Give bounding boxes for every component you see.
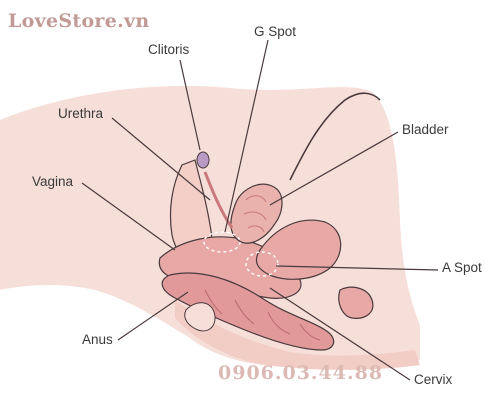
leader-lines: [81, 39, 439, 381]
bladder-folds: [243, 195, 267, 233]
rectum-folds: [204, 289, 321, 341]
cervix-label: Cervix: [414, 372, 453, 387]
a-spot-region: [245, 251, 279, 277]
vagina-label: Vagina: [32, 174, 74, 189]
bladder-leader: [269, 131, 399, 206]
buttock-fold: [338, 286, 374, 319]
g-spot-region: [203, 231, 241, 253]
g-spot-label: G Spot: [254, 24, 297, 39]
bladder: [230, 183, 283, 244]
bladder-label: Bladder: [402, 122, 449, 137]
urethra-label: Urethra: [58, 106, 104, 121]
g-spot-leader: [224, 39, 269, 233]
body-shade: [175, 300, 420, 370]
anus-leader: [117, 291, 189, 341]
vagina-leader: [81, 182, 176, 251]
brand-watermark: LoveStore.vn: [8, 10, 150, 32]
urethra-leader: [111, 117, 211, 201]
urethra-shape: [203, 171, 234, 229]
clitoris-leader: [179, 59, 201, 151]
clitoris-label: Clitoris: [148, 42, 190, 57]
back-contour: [289, 92, 381, 181]
rectum: [161, 272, 335, 351]
tailbone: [184, 302, 216, 332]
a-spot-label: A Spot: [442, 260, 482, 275]
clitoris-shape: [196, 151, 210, 169]
cervix-leader: [269, 287, 411, 381]
anus-label: Anus: [82, 332, 113, 347]
phone-watermark: 0906.03.44.88: [218, 362, 384, 384]
a-spot-leader: [275, 265, 439, 271]
